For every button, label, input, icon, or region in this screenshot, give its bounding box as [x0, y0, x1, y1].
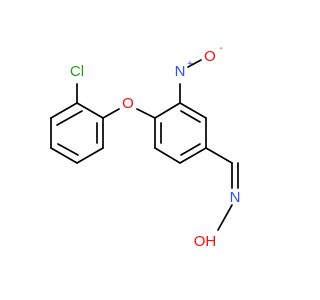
nitro-nitrogen-atom: N [175, 63, 186, 80]
bond [154, 102, 181, 119]
nitro-oxygen-atom: O [204, 48, 216, 65]
bond [102, 108, 120, 119]
hydroxyl-group: OH [194, 233, 217, 250]
bond [180, 143, 201, 156]
bond-layer [50, 59, 239, 231]
bond [56, 110, 83, 126]
bond [180, 110, 201, 123]
bond [154, 147, 181, 164]
bond [187, 59, 202, 68]
nitro-nitrogen-charge: + [187, 59, 193, 70]
atom-label-layer: Cl O N + O - N OH [70, 43, 241, 250]
bond [136, 108, 156, 119]
nitro-oxygen-charge: - [219, 43, 222, 54]
bond [50, 147, 78, 164]
bond [179, 102, 207, 119]
oxime-nitrogen-atom: N [230, 189, 241, 206]
chlorine-atom: Cl [70, 63, 84, 80]
molecule-structure: Cl O N + O - N OH [0, 0, 300, 300]
background [0, 0, 300, 300]
bond [179, 147, 207, 164]
bond [57, 143, 79, 156]
bond [76, 102, 104, 119]
ether-oxygen-atom: O [122, 95, 134, 112]
bond [50, 102, 78, 119]
bond [205, 147, 233, 164]
bond [217, 204, 233, 231]
bond [76, 147, 104, 164]
